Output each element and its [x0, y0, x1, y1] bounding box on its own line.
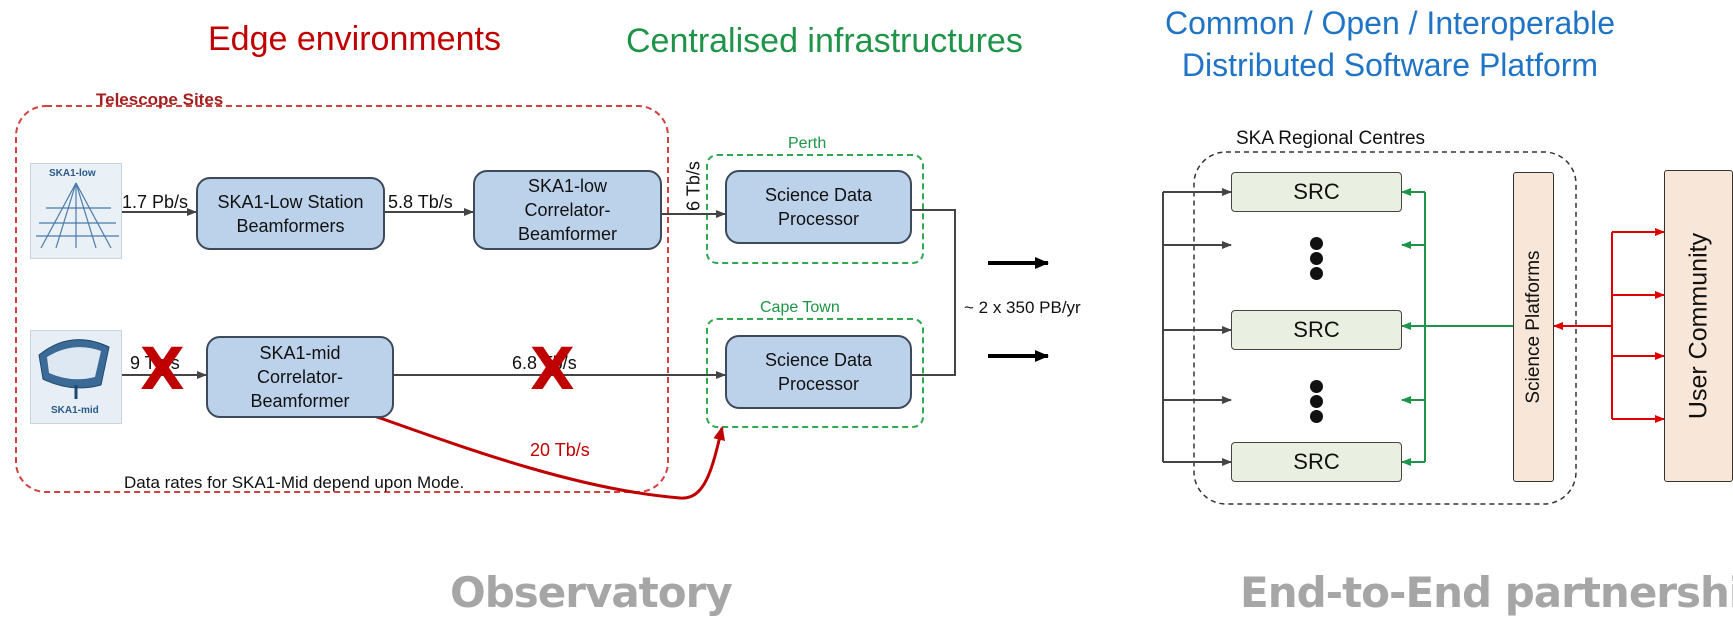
- footer-end-to-end-partnership: End-to-End partnership: [1240, 568, 1733, 617]
- rate-low-out-wrap: 6 Tb/s: [682, 156, 706, 216]
- ska1-low-correlator-box: SKA1-low Correlator- Beamformer: [473, 170, 662, 250]
- src-box-1: SRC: [1231, 172, 1402, 212]
- sdp-output-rate: ~ 2 x 350 PB/yr: [964, 298, 1081, 317]
- ellipsis-dot: [1310, 267, 1323, 280]
- rate-low-out: 6 Tb/s: [683, 161, 704, 211]
- centralised-infrastructures-heading: Centralised infrastructures: [626, 22, 1023, 60]
- red-x-mark-mid-in: X: [140, 335, 185, 403]
- low-correlator-line3: Beamformer: [517, 224, 618, 244]
- ellipsis-dot: [1310, 410, 1323, 423]
- mid-data-rate-footnote: Data rates for SKA1-Mid depend upon Mode…: [124, 473, 465, 492]
- low-correlator-line1: SKA1-low: [527, 176, 608, 196]
- telescope-sites-border: [15, 105, 669, 493]
- edge-environments-heading: Edge environments: [208, 20, 501, 58]
- sdp-capetown-box: Science Data Processor: [725, 335, 912, 409]
- ska1-low-icon: SKA1-low: [30, 163, 122, 259]
- ellipsis-dot: [1310, 252, 1323, 265]
- low-station-line2: Beamformers: [236, 215, 345, 236]
- sdp-capetown-line2: Processor: [777, 374, 860, 394]
- telescope-sites-label: Telescope Sites: [96, 90, 224, 109]
- src-box-3: SRC: [1231, 442, 1402, 482]
- sdp-capetown-line1: Science Data: [764, 350, 873, 370]
- cape-town-label: Cape Town: [760, 299, 840, 316]
- perth-label: Perth: [788, 135, 827, 152]
- low-station-line1: SKA1-Low Station: [217, 191, 364, 212]
- rate-mid-in: 9 Tb/s: [130, 353, 180, 373]
- direct-link-20tbs: [365, 411, 726, 500]
- rate-low-mid: 5.8 Tb/s: [388, 192, 453, 212]
- mid-correlator-line2: Correlator-: [256, 367, 344, 387]
- rate-low-in: 1.7 Pb/s: [122, 192, 189, 212]
- ska1-low-icon-label: SKA1-low: [49, 168, 96, 179]
- antenna-array-icon: [36, 182, 119, 249]
- platform-heading-line1: Common / Open / Interoperable: [1164, 5, 1615, 41]
- user-community-box: User Community: [1664, 170, 1733, 482]
- red-x-mark-mid-out: X: [530, 335, 575, 403]
- sdp-perth-line2: Processor: [777, 209, 860, 229]
- sdp-output-connector: [912, 209, 956, 376]
- sdp-perth-box: Science Data Processor: [725, 170, 912, 244]
- science-platforms-box: Science Platforms: [1513, 172, 1554, 482]
- rate-mid-direct: 20 Tb/s: [530, 440, 590, 460]
- rate-mid-out: 6.8 Tb/s: [512, 353, 577, 373]
- mid-correlator-line3: Beamformer: [250, 391, 350, 411]
- capetown-border: [706, 318, 924, 428]
- regional-centres-border: [1193, 151, 1577, 505]
- ska1-mid-icon-label: SKA1-mid: [51, 405, 99, 416]
- mid-correlator-line1: SKA1-mid: [259, 343, 341, 363]
- platform-heading-line2: Distributed Software Platform: [1181, 47, 1599, 83]
- ska1-mid-icon: SKA1-mid: [30, 330, 122, 424]
- ellipsis-dot: [1310, 380, 1323, 393]
- user-community-label: User Community: [1684, 232, 1712, 420]
- regional-centres-title: SKA Regional Centres: [1236, 128, 1426, 149]
- footer-observatory: Observatory: [450, 568, 733, 617]
- distributed-platform-heading: Common / Open / Interoperable Distribute…: [1130, 2, 1650, 86]
- low-correlator-line2: Correlator-: [524, 200, 611, 220]
- ska1-mid-correlator-box: SKA1-mid Correlator- Beamformer: [206, 336, 394, 418]
- ellipsis-dot: [1310, 395, 1323, 408]
- sdp-perth-line1: Science Data: [764, 185, 873, 205]
- ska1-low-station-beamformers-box: SKA1-Low Station Beamformers: [196, 177, 385, 250]
- science-platforms-label: Science Platforms: [1522, 250, 1544, 404]
- src-box-2: SRC: [1231, 310, 1402, 350]
- dish-antenna-icon: [38, 339, 110, 399]
- ellipsis-dot: [1310, 237, 1323, 250]
